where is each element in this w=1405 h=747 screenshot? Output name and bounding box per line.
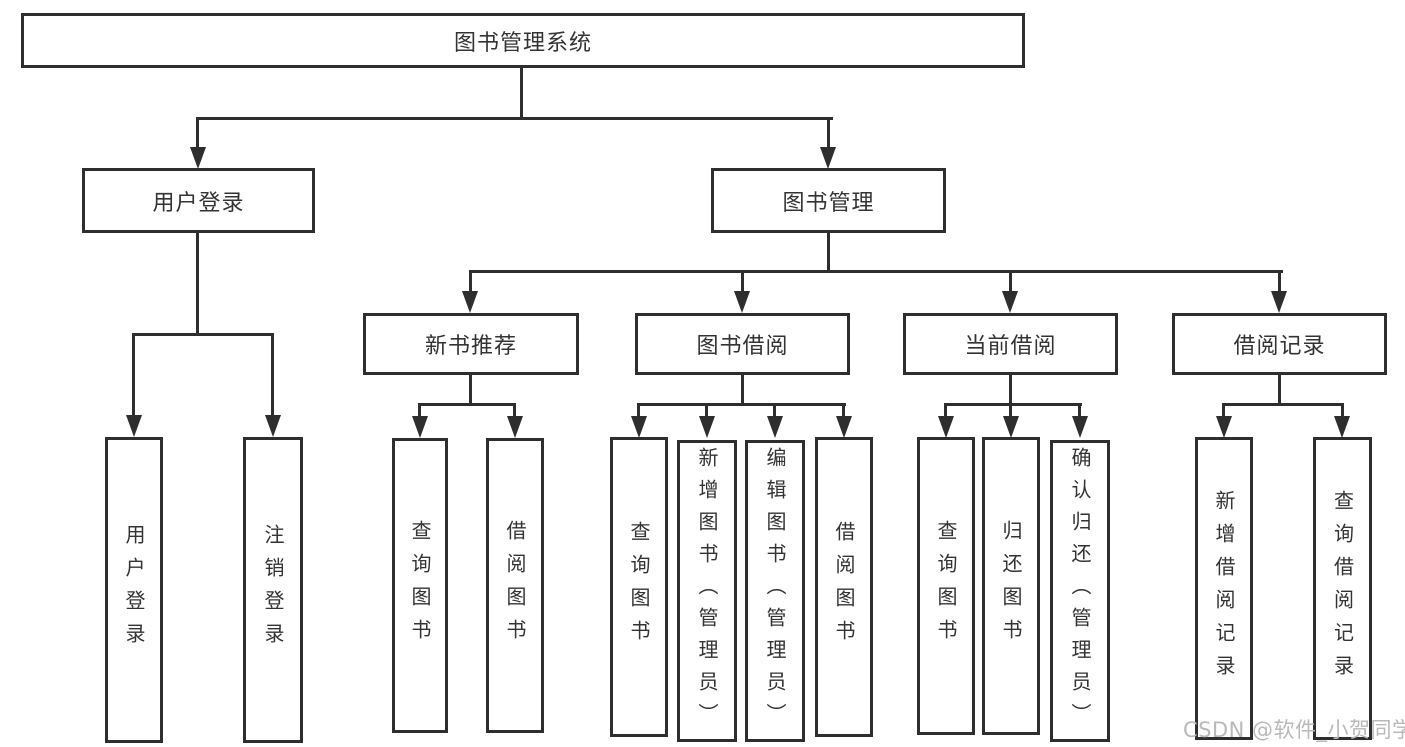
connector-line <box>1009 270 1012 294</box>
connector-line <box>637 403 846 406</box>
leaf-label: 借阅图书 <box>503 519 527 652</box>
leaf-edit-books-admin: 编辑图书（管理员） <box>745 440 805 742</box>
arrowhead-down-icon <box>462 291 478 313</box>
arrowhead-down-icon <box>1271 291 1287 313</box>
arrowhead-down-icon <box>1072 416 1088 438</box>
arrowhead-down-icon <box>190 147 206 169</box>
node-label: 用户登录 <box>152 190 245 216</box>
arrowhead-down-icon <box>631 416 647 438</box>
connector-line <box>520 66 523 119</box>
node-root: 图书管理系统 <box>21 13 1025 68</box>
leaf-label: 查询图书 <box>934 520 958 652</box>
node-book-management: 图书管理 <box>711 168 946 233</box>
connector-line <box>513 403 516 418</box>
leaf-add-borrow-record: 新增借阅记录 <box>1195 437 1253 740</box>
connector-line <box>944 403 1082 406</box>
leaf-borrow-books-recommend: 借阅图书 <box>486 438 544 733</box>
connector-line <box>132 333 135 417</box>
arrowhead-down-icon <box>699 416 715 438</box>
connector-line <box>469 270 472 294</box>
leaf-label: 查询借阅记录 <box>1330 489 1355 688</box>
connector-line <box>196 117 199 150</box>
connector-line <box>773 403 776 418</box>
connector-line <box>1278 375 1281 406</box>
arrowhead-down-icon <box>126 415 142 437</box>
node-new-book-recommend: 新书推荐 <box>363 313 579 375</box>
node-label: 图书管理 <box>782 190 875 216</box>
leaf-add-books-admin: 新增图书（管理员） <box>677 440 737 742</box>
connector-line <box>132 333 274 336</box>
arrowhead-down-icon <box>412 416 428 438</box>
arrowhead-down-icon <box>265 415 281 437</box>
leaf-borrow-books: 借阅图书 <box>815 437 873 737</box>
connector-line <box>1009 403 1012 418</box>
connector-line <box>1278 270 1281 294</box>
arrowhead-down-icon <box>836 416 852 438</box>
leaf-confirm-return-admin: 确认归还（管理员） <box>1050 440 1110 742</box>
connector-line <box>944 403 947 418</box>
leaf-query-books-recommend: 查询图书 <box>392 438 448 733</box>
connector-line <box>271 333 274 417</box>
connector-line <box>842 403 845 418</box>
leaf-return-books: 归还图书 <box>982 437 1040 735</box>
leaf-user-login: 用户登录 <box>105 437 163 743</box>
arrowhead-down-icon <box>938 416 954 438</box>
connector-line <box>637 403 640 418</box>
connector-line <box>741 270 744 294</box>
node-user-login: 用户登录 <box>82 168 315 233</box>
leaf-label: 注销登录 <box>261 524 285 656</box>
connector-line <box>196 117 833 120</box>
arrowhead-down-icon <box>1003 416 1019 438</box>
leaf-query-books-current: 查询图书 <box>917 437 975 735</box>
arrowhead-down-icon <box>1216 416 1232 438</box>
node-label: 图书管理系统 <box>453 30 592 56</box>
connector-line <box>827 117 830 150</box>
connector-line <box>418 403 516 406</box>
connector-line <box>196 233 199 336</box>
arrowhead-down-icon <box>734 291 750 313</box>
leaf-logout: 注销登录 <box>243 437 303 743</box>
node-current-borrow: 当前借阅 <box>903 313 1118 375</box>
connector-line <box>827 233 830 273</box>
connector-line <box>741 375 744 406</box>
connector-line <box>1078 403 1081 418</box>
node-label: 当前借阅 <box>964 334 1057 359</box>
leaf-label: 查询图书 <box>627 521 651 653</box>
connector-line <box>1222 403 1225 418</box>
node-borrow-records: 借阅记录 <box>1172 313 1387 375</box>
leaf-query-borrow-record: 查询借阅记录 <box>1313 437 1372 740</box>
leaf-label: 用户登录 <box>122 524 146 656</box>
leaf-label: 编辑图书（管理员） <box>763 447 787 735</box>
leaf-label: 查询图书 <box>408 519 432 652</box>
leaf-label: 借阅图书 <box>832 521 856 653</box>
connector-line <box>1341 403 1344 418</box>
connector-line <box>418 403 421 418</box>
arrowhead-down-icon <box>507 416 523 438</box>
leaf-label: 新增借阅记录 <box>1212 489 1236 688</box>
arrowhead-down-icon <box>767 416 783 438</box>
node-label: 新书推荐 <box>424 334 517 359</box>
leaf-label: 确认归还（管理员） <box>1068 447 1092 735</box>
connector-line <box>705 403 708 418</box>
node-label: 图书借阅 <box>696 334 789 359</box>
leaf-label: 归还图书 <box>999 520 1023 652</box>
leaf-query-books-borrow: 查询图书 <box>610 437 668 737</box>
arrowhead-down-icon <box>820 147 836 169</box>
connector-line <box>1009 375 1012 406</box>
connector-line <box>469 270 1283 273</box>
connector-line <box>469 375 472 406</box>
arrowhead-down-icon <box>1002 291 1018 313</box>
connector-line <box>1222 403 1344 406</box>
node-book-borrow: 图书借阅 <box>635 313 850 375</box>
watermark: CSDN @软件_小贺同学 <box>1183 718 1405 742</box>
leaf-label: 新增图书（管理员） <box>695 447 719 735</box>
arrowhead-down-icon <box>1334 416 1350 438</box>
node-label: 借阅记录 <box>1233 334 1326 359</box>
